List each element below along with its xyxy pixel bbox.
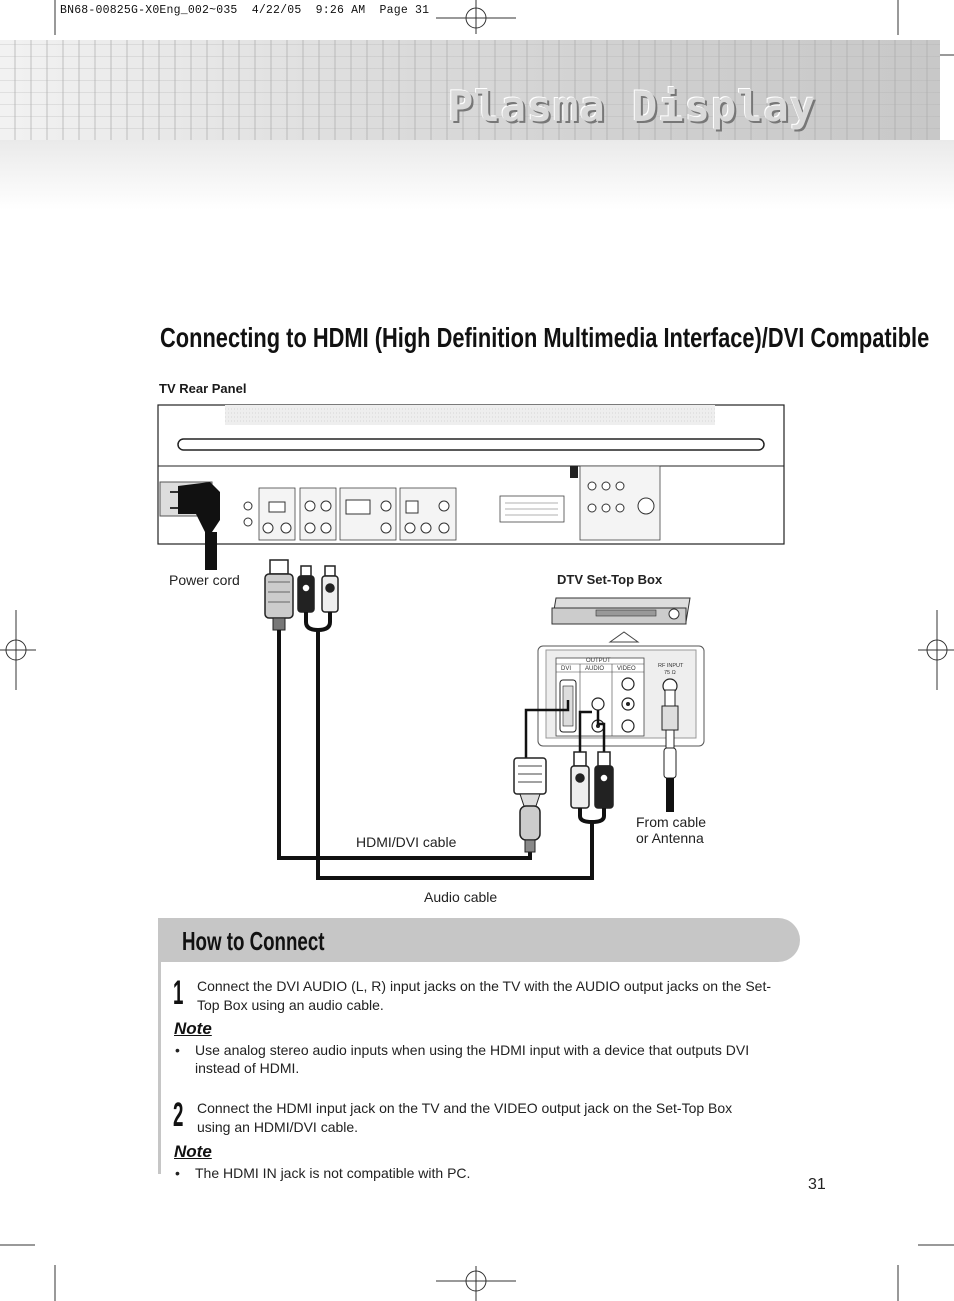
audio-cable-label: Audio cable [424, 889, 498, 905]
stb-rf-label-1: RF INPUT [658, 663, 684, 669]
page-title: Connecting to HDMI (High Definition Mult… [160, 322, 930, 353]
stb-audio-label: AUDIO [585, 666, 604, 672]
step-2-note-text: The HDMI IN jack is not compatible with … [195, 1165, 471, 1181]
power-cord-label: Power cord [169, 572, 240, 588]
step-2-number: 2 [173, 1096, 184, 1134]
banner-fade [0, 140, 954, 210]
tv-audio-plugs [297, 565, 339, 633]
header-banner [0, 40, 940, 140]
stb-video-label: VIDEO [617, 666, 636, 672]
rear-panel-label: TV Rear Panel [159, 381, 247, 396]
step-1-text: Connect the DVI AUDIO (L, R) input jacks… [197, 978, 772, 1013]
print-header: BN68-00825G-X0Eng_002~035 4/22/05 9:26 A… [60, 4, 430, 17]
settop-box [537, 597, 705, 747]
step-2-note-bullet: • [175, 1165, 180, 1181]
dvi-connector [513, 700, 570, 853]
banner-title: Plasma Display [448, 82, 817, 131]
hdmi-cable [277, 630, 532, 860]
tv-rear-panel [157, 404, 785, 545]
settop-box-label: DTV Set-Top Box [557, 572, 663, 587]
stb-rf-label-2: 75 Ω [664, 670, 676, 676]
stb-output-label: OUTPUT [586, 658, 611, 664]
step-2-text: Connect the HDMI input jack on the TV an… [197, 1100, 733, 1135]
step-1-note-heading: Note [174, 1019, 212, 1038]
antenna-label-line2: or Antenna [636, 830, 704, 846]
step-1-note-text: Use analog stereo audio inputs when usin… [195, 1042, 750, 1076]
how-to-connect-bar [158, 918, 800, 962]
section-left-rule [158, 962, 161, 1174]
hdmi-cable-label: HDMI/DVI cable [356, 834, 457, 850]
stb-dvi-label: DVI [561, 666, 571, 672]
stb-audio-plugs [570, 710, 614, 825]
antenna-label-line1: From cable [636, 814, 707, 830]
hdmi-connector [264, 559, 294, 631]
connection-diagram: OUTPUT DVI AUDIO VIDEO RF INPUT 75 Ω [157, 404, 785, 880]
audio-cable [316, 630, 594, 880]
step-1-number: 1 [173, 974, 184, 1012]
antenna-cable [661, 689, 679, 812]
page-number: 31 [808, 1176, 826, 1193]
step-2-note-heading: Note [174, 1142, 212, 1161]
step-1-note-bullet: • [175, 1042, 180, 1058]
how-to-connect-heading: How to Connect [182, 926, 325, 956]
power-cord [170, 482, 220, 570]
